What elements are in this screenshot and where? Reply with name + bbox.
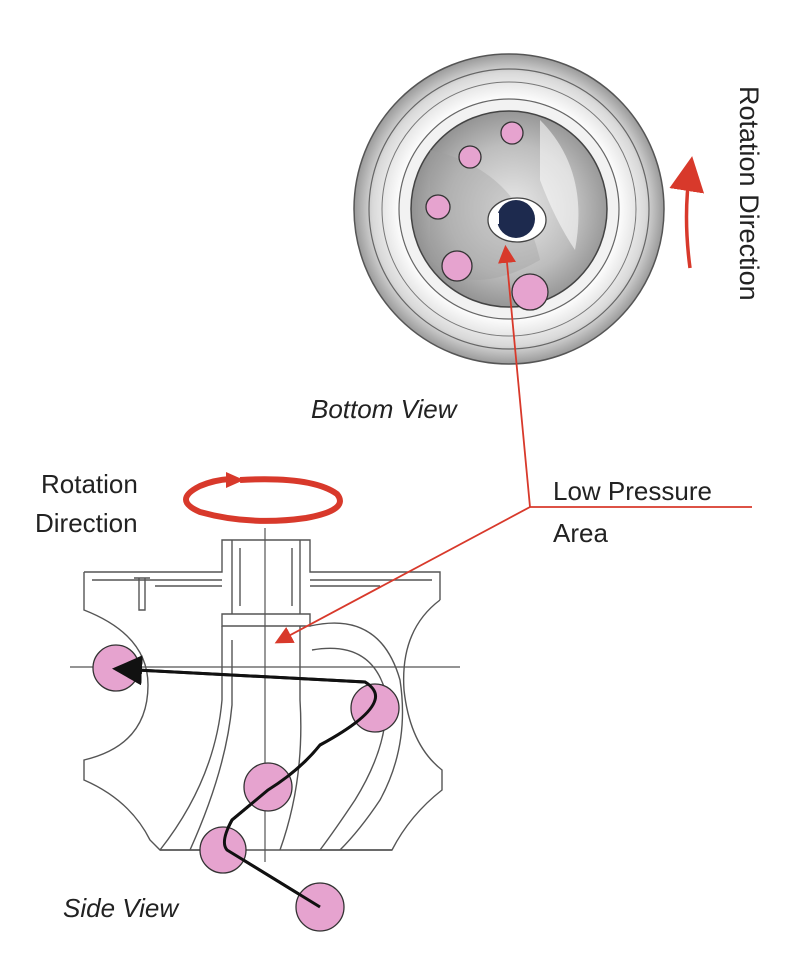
vane-right-outer — [309, 622, 404, 851]
hub-body-inner — [189, 640, 233, 851]
ball-upper-left — [458, 145, 482, 169]
ball-side-right — [350, 683, 400, 733]
side-view-section — [83, 539, 443, 851]
hub-body-left — [159, 626, 223, 851]
shaft-bore — [497, 200, 535, 238]
bottom-view-label: Bottom View — [311, 394, 457, 424]
area-label: Area — [553, 518, 608, 548]
direction-label: Direction — [35, 508, 138, 538]
housing-top-plate — [84, 539, 441, 600]
rotation-arrow-bottom-view — [669, 156, 705, 269]
bolt — [134, 577, 150, 611]
ball-lower-left — [441, 250, 473, 282]
right-profile — [300, 599, 443, 851]
ball-side-left — [92, 644, 140, 692]
left-profile — [83, 572, 222, 851]
leader-to-side-view — [274, 506, 531, 644]
low-pressure-label: Low Pressure — [553, 476, 712, 506]
ball-left — [425, 194, 451, 220]
side-view-label: Side View — [63, 893, 179, 923]
rotation-arrow-side-view — [183, 476, 343, 524]
ball-top — [500, 121, 524, 145]
housing-ring-2 — [368, 68, 650, 350]
leader-to-bottom-view — [498, 244, 531, 508]
neck-base — [221, 613, 311, 627]
ball-side-lower — [199, 826, 247, 874]
bottom-view-impeller — [353, 53, 665, 365]
shaft-key — [491, 213, 499, 224]
vane-mid — [279, 626, 302, 851]
flow-path-overlay — [112, 655, 377, 909]
rotation-arrow-head — [226, 472, 244, 488]
housing-ring-3 — [381, 81, 637, 337]
ball-bottom — [511, 273, 549, 311]
rotation-direction-vertical-label: Rotation Direction — [734, 86, 764, 301]
impeller-highlight — [540, 120, 579, 250]
rotation-label: Rotation — [41, 469, 138, 499]
shaft-neck — [231, 540, 301, 614]
